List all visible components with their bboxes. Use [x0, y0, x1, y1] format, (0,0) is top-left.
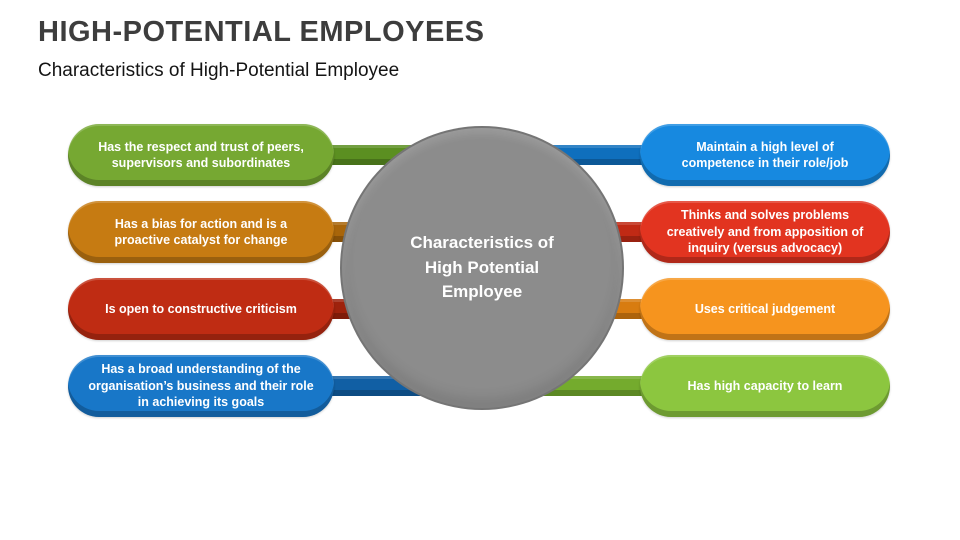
pill-left-4: Has a broad understanding of the organis… [68, 355, 334, 417]
pill-right-3: Uses critical judgement [640, 278, 890, 340]
center-circle-label: Characteristics of High Potential Employ… [410, 233, 554, 302]
pill-left-2: Has a bias for action and is a proactive… [68, 201, 334, 263]
pill-right-4: Has high capacity to learn [640, 355, 890, 417]
pill-right-1: Maintain a high level of competence in t… [640, 124, 890, 186]
pill-left-3: Is open to constructive criticism [68, 278, 334, 340]
slide-subtitle: Characteristics of High-Potential Employ… [38, 60, 400, 81]
pill-right-2: Thinks and solves problems creatively an… [640, 201, 890, 263]
slide-title: HIGH-POTENTIAL EMPLOYEES [38, 16, 485, 48]
center-circle: Characteristics of High Potential Employ… [340, 126, 624, 410]
pill-left-1: Has the respect and trust of peers, supe… [68, 124, 334, 186]
